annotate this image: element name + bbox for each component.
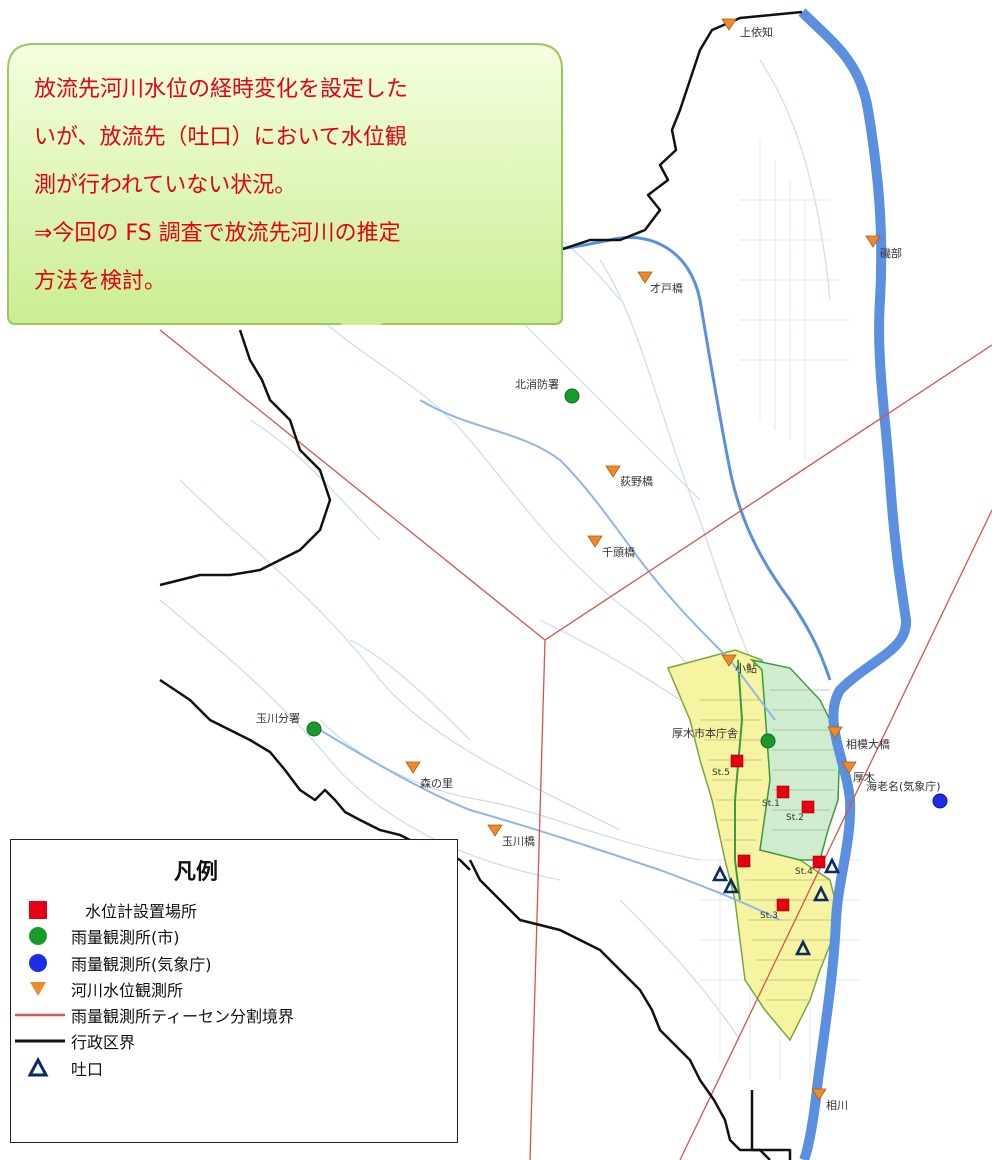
triangle-down-icon <box>25 976 71 1002</box>
station-sengashira <box>587 535 603 548</box>
legend-item-rain-city: 雨量観測所(市) <box>25 923 180 949</box>
callout-line-4: ⇒今回の FS 調査で放流先河川の推定 <box>34 221 401 246</box>
gauge-st2 <box>801 800 815 814</box>
gauge-st4 <box>812 855 826 869</box>
thiessen-lines <box>159 329 992 1160</box>
station-labels: 上依知 磯部 才戸橋 北消防署 荻野橋 千頭橋 小鮎 厚木市本庁舎 相模大橋 厚… <box>256 25 941 1112</box>
outfall-5 <box>794 939 812 956</box>
station-morinosato <box>405 761 421 774</box>
label-ogino: 荻野橋 <box>620 474 653 488</box>
outfall-2 <box>722 877 740 894</box>
gauge-st4-west <box>737 854 751 868</box>
legend-title: 凡例 <box>173 860 218 885</box>
station-ogino <box>605 465 621 478</box>
gauge-st3 <box>776 898 790 912</box>
label-st1: St.1 <box>762 799 780 809</box>
outfall-1 <box>711 865 729 882</box>
legend-item-thiessen: 雨量観測所ティーセン分割境界 <box>11 1002 294 1028</box>
rain-gauge-tamagawa <box>306 721 322 737</box>
station-kamieichi <box>721 18 737 31</box>
triangle-outline-icon <box>25 1055 71 1081</box>
legend-item-water-level: 河川水位観測所 <box>25 976 183 1002</box>
label-st5: St.5 <box>712 768 730 778</box>
label-kamieichi: 上依知 <box>740 25 773 39</box>
label-tamagawa-bunsho: 玉川分署 <box>256 712 300 725</box>
outfall-3 <box>823 857 841 874</box>
legend-label: 吐口 <box>71 1060 104 1079</box>
gauge-labels: St.5 St.1 St.2 St.4 St.3 <box>712 768 813 921</box>
label-kitashobo: 北消防署 <box>515 377 559 391</box>
outfalls <box>711 857 841 956</box>
legend-label: 雨量観測所(市) <box>71 928 180 947</box>
label-tamagawabashi: 玉川橋 <box>502 834 535 848</box>
label-sagamiohashi: 相模大橋 <box>846 737 890 751</box>
legend-item-rain-jma: 雨量観測所(気象庁) <box>25 950 212 976</box>
label-st2: St.2 <box>786 813 804 823</box>
station-isobe <box>865 235 881 248</box>
black-line-icon <box>11 1028 71 1054</box>
rain-gauge-honchosha <box>760 733 776 749</box>
label-st3: St.3 <box>760 911 778 921</box>
callout-line-1: 放流先河川水位の経時変化を設定した <box>34 77 409 102</box>
circle-blue-icon <box>25 950 71 976</box>
label-sengashira: 千頭橋 <box>602 545 635 559</box>
rain-gauge-kitashobo <box>564 388 580 404</box>
legend: 凡例 水位計設置場所 雨量観測所(市) 雨量観測所(気象庁) 河川水位観測所 雨… <box>10 839 458 1143</box>
callout-line-2: いが、放流先（吐口）において水位観 <box>34 125 407 150</box>
legend-label: 水位計設置場所 <box>85 902 198 921</box>
legend-item-admin: 行政区界 <box>11 1028 135 1054</box>
label-honchosha: 厚木市本庁舎 <box>672 726 738 740</box>
gauge-st1 <box>776 785 790 799</box>
label-isobe: 磯部 <box>880 246 902 260</box>
sagami-river <box>798 8 911 1160</box>
square-icon <box>25 897 71 923</box>
label-atsugi: 厚木 <box>853 771 875 784</box>
callout-line-5: 方法を検討。 <box>34 269 167 294</box>
rain-gauge-ebina <box>932 793 948 809</box>
water-level-stations <box>405 18 881 1101</box>
legend-label: 河川水位観測所 <box>71 981 184 1000</box>
legend-item-gauge: 水位計設置場所 <box>25 897 197 923</box>
station-tamagawabashi <box>487 824 503 837</box>
label-ebina: 海老名(気象庁) <box>866 779 941 793</box>
ogino-river <box>419 399 776 721</box>
gauge-st5 <box>730 754 744 768</box>
station-aikawa <box>811 1088 827 1101</box>
label-st4: St.4 <box>795 867 813 877</box>
callout-bubble <box>7 43 563 325</box>
legend-label: 雨量観測所(気象庁) <box>71 955 212 974</box>
callout-line-3: 測が行われていない状況。 <box>34 173 297 198</box>
label-saido: 才戸橋 <box>650 281 683 295</box>
red-line-icon <box>11 1002 71 1028</box>
station-koayu <box>721 654 737 667</box>
label-koayu: 小鮎 <box>735 661 757 675</box>
legend-label: 行政区界 <box>71 1033 136 1052</box>
outfall-4 <box>812 885 830 902</box>
station-sagamiohashi <box>827 726 843 739</box>
station-saido <box>637 271 653 284</box>
water-level-gauges <box>730 754 826 912</box>
rain-gauges-city <box>306 388 776 749</box>
label-aikawa: 相川 <box>826 1099 848 1112</box>
circle-green-icon <box>25 923 71 949</box>
station-atsugi <box>841 761 857 774</box>
callout-text: 放流先河川水位の経時変化を設定した いが、放流先（吐口）において水位観 測が行わ… <box>34 66 534 306</box>
tama-river <box>319 729 781 921</box>
catchment-dividers <box>734 659 744 901</box>
legend-item-outfall: 吐口 <box>25 1055 103 1081</box>
legend-label: 雨量観測所ティーセン分割境界 <box>71 1007 295 1026</box>
label-morinosato: 森の里 <box>420 776 453 790</box>
